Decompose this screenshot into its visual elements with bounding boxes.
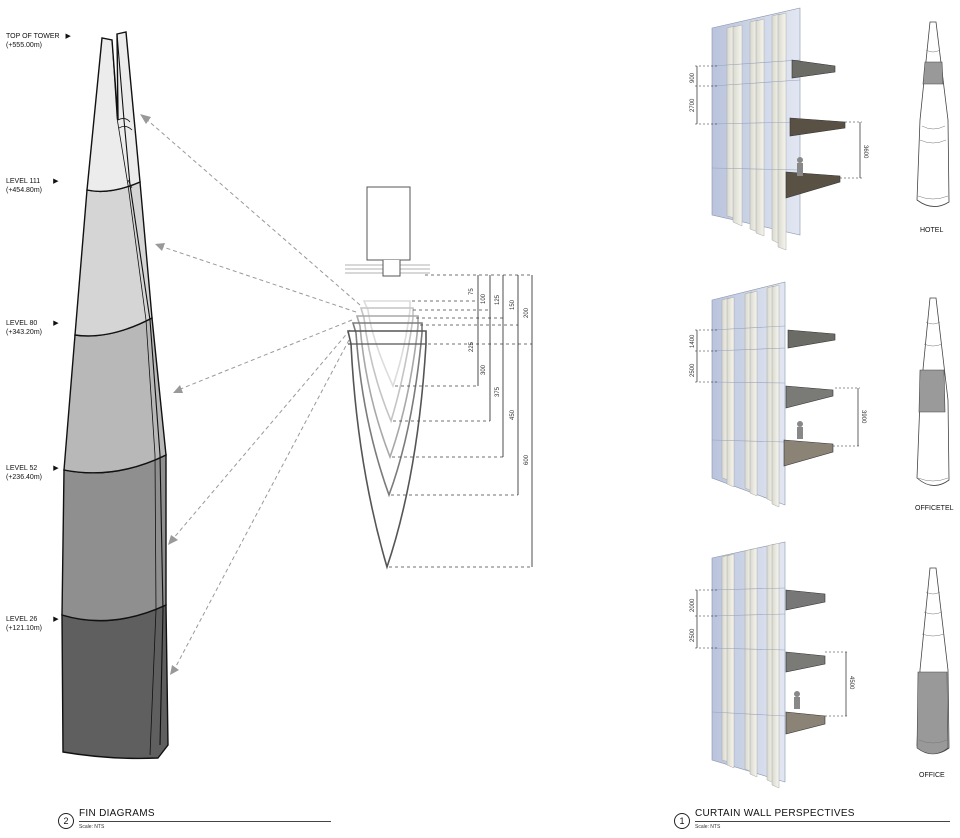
title-rule [695,821,950,822]
fin-arrow [144,117,361,306]
level-elevation: (+454.80m) [6,187,42,194]
drawing-scale: Scale: NTS [695,824,721,830]
level-elevation: (+555.00m) [6,42,42,49]
level-marker-icon: ▶ [53,616,59,623]
level-label-52: LEVEL 52 ▶ (+236.40m) [6,464,59,482]
level-name: LEVEL 52 [6,465,38,472]
title-rule [79,821,331,822]
fin-dim-label: 225 [469,341,475,352]
cw-dim-label: 2500 [690,363,696,377]
drawing-title: FIN DIAGRAMS [79,808,155,819]
cw-dim-label: 900 [690,72,696,83]
arrowhead-icon [155,243,165,251]
arrowhead-icon [168,535,178,545]
level-label-80: LEVEL 80 ▶ (+343.20m) [6,319,59,337]
cw-dim-label: 2700 [690,98,696,112]
level-marker-icon: ▶ [53,465,59,472]
cw-office: 2000 2500 4500 [690,541,854,789]
cw-dim-label: 4500 [848,676,854,690]
fin-dim-label: 100 [481,293,487,304]
arrowhead-icon [140,114,151,124]
person-icon [797,421,803,439]
keyplan-caption-officetel: OFFICETEL [915,505,954,512]
fin-arrow [177,319,353,391]
fin-dim-label: 150 [510,299,516,310]
drawing-scale: Scale: NTS [79,824,105,830]
person-icon [794,691,800,709]
arrowhead-icon [173,385,183,393]
cw-dim-label: 1400 [690,334,696,348]
keyplan-officetel [916,297,950,486]
level-elevation: (+121.10m) [6,625,42,632]
cw-officetel: 1400 2500 3900 [690,281,866,508]
level-name: LEVEL 26 [6,616,38,623]
cw-hotel: 900 2700 3600 [690,7,868,251]
level-elevation: (+343.20m) [6,329,42,336]
level-label-111: LEVEL 111 ▶ (+454.80m) [6,177,59,195]
level-name: LEVEL 111 [6,178,41,185]
fin-dim-label: 300 [481,364,487,375]
level-marker-icon: ▶ [53,320,59,327]
level-marker-icon: ▶ [53,178,59,185]
fin-dim-label: 600 [524,454,530,465]
cw-dim-label: 2500 [690,628,696,642]
fin-arrow [171,329,351,541]
level-name: LEVEL 80 [6,320,38,327]
drawing-number: 2 [58,813,74,829]
keyplan-caption-hotel: HOTEL [920,227,944,234]
keyplan-office [916,567,950,755]
drawing-number: 1 [674,813,690,829]
cw-dim-label: 3900 [860,410,866,424]
level-label-top: TOP OF TOWER ▶ (+555.00m) [6,32,71,50]
fin-dim-label: 125 [495,294,501,305]
fin-arrow [173,339,350,671]
keyplan-caption-office: OFFICE [919,772,945,779]
keyplan-hotel [916,21,950,207]
fin-dim-label: 200 [524,307,530,318]
cw-dim-label: 2000 [690,598,696,612]
level-elevation: (+236.40m) [6,474,42,481]
level-marker-icon: ▶ [65,33,71,40]
drawing-title: CURTAIN WALL PERSPECTIVES [695,808,855,819]
fin-dim-label: 75 [469,288,475,295]
arrowhead-icon [170,665,179,675]
level-label-26: LEVEL 26 ▶ (+121.10m) [6,615,59,633]
person-icon [797,157,803,176]
cw-dim-label: 3600 [862,145,868,159]
level-name: TOP OF TOWER [6,33,60,40]
fin-dim-label: 375 [495,386,501,397]
fin-dim-label: 450 [510,409,516,420]
